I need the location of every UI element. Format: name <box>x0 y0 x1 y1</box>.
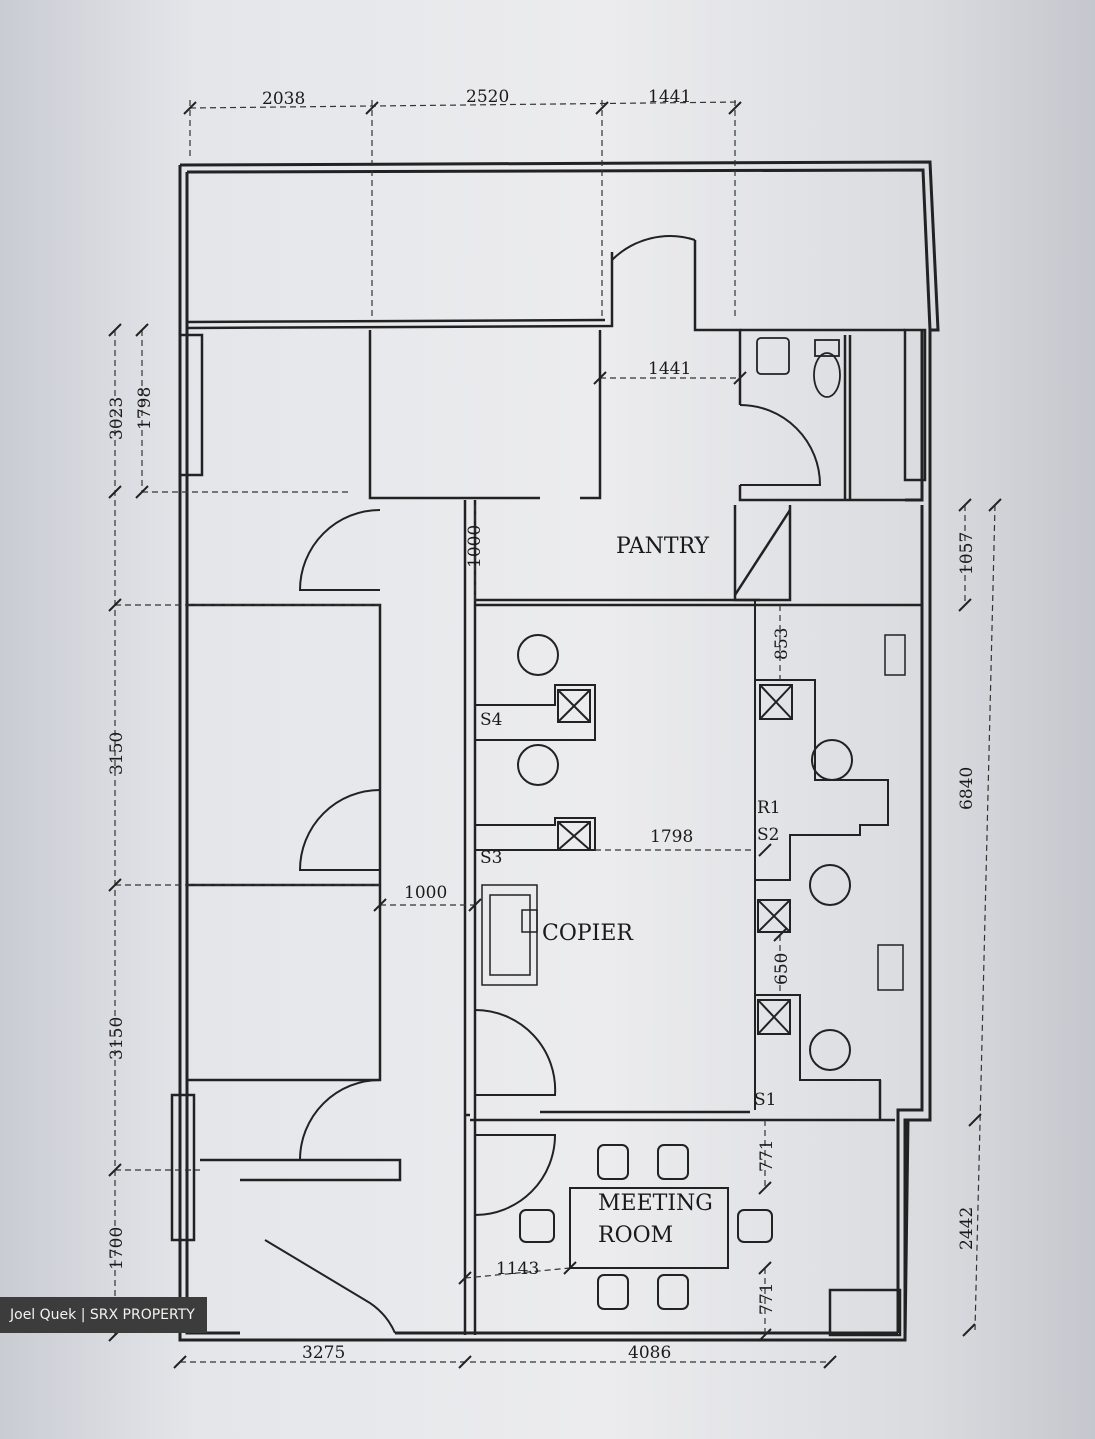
cabinets <box>877 634 906 991</box>
columns <box>170 328 927 1337</box>
dimension-ticks <box>108 101 1002 1369</box>
dim-right-1057: 1057 <box>957 532 977 575</box>
label-copier: COPIER <box>542 921 634 946</box>
toilet-fixtures <box>756 337 841 398</box>
dimension-labels: 2038 2520 1441 1441 1798 3023 3150 3150 … <box>107 87 977 1363</box>
copier <box>481 884 538 986</box>
dim-desk-1798: 1798 <box>650 827 693 847</box>
dim-left-3023: 3023 <box>107 397 127 440</box>
dim-corridor-1000-h: 1000 <box>404 883 447 903</box>
tag-s2: S2 <box>757 825 779 845</box>
outer-walls <box>178 160 940 1342</box>
dimension-lines <box>114 100 996 1363</box>
tag-s1: S1 <box>754 1090 776 1110</box>
dim-top-1: 2038 <box>262 89 305 109</box>
tag-r1: R1 <box>757 798 781 818</box>
office-chairs <box>517 634 853 1071</box>
door-swings <box>264 235 822 1334</box>
dim-corridor-1000-v: 1000 <box>465 525 485 568</box>
dim-meeting-771-b: 771 <box>757 1283 777 1315</box>
dim-meeting-1143: 1143 <box>496 1259 539 1279</box>
dim-left-1700: 1700 <box>107 1227 127 1270</box>
dim-left-1798: 1798 <box>135 387 155 430</box>
dim-top-3: 1441 <box>648 87 691 107</box>
room-labels: PANTRY COPIER MEETING ROOM S4 S3 S2 R1 S… <box>480 534 781 1248</box>
meeting-table <box>519 1144 773 1310</box>
partitions <box>186 240 922 1335</box>
dim-meeting-771-a: 771 <box>757 1140 777 1172</box>
label-pantry: PANTRY <box>616 534 709 559</box>
workstations <box>475 600 889 1110</box>
dim-top-2: 2520 <box>466 87 509 107</box>
dim-left-3150-b: 3150 <box>107 1017 127 1060</box>
tag-s4: S4 <box>480 710 502 730</box>
watermark: Joel Quek | SRX PROPERTY <box>0 1297 207 1333</box>
dim-right-6840: 6840 <box>957 767 977 810</box>
tag-s3: S3 <box>480 848 502 868</box>
dim-bottom-4086: 4086 <box>628 1343 671 1363</box>
dim-desk-650: 650 <box>772 953 792 985</box>
dim-bottom-3275: 3275 <box>302 1343 345 1363</box>
dim-desk-853: 853 <box>772 628 792 660</box>
label-room: ROOM <box>598 1223 673 1248</box>
dim-right-2442: 2442 <box>957 1207 977 1250</box>
dim-pantry-door: 1441 <box>648 359 691 379</box>
label-meeting: MEETING <box>598 1191 713 1216</box>
dim-left-3150-a: 3150 <box>107 732 127 775</box>
